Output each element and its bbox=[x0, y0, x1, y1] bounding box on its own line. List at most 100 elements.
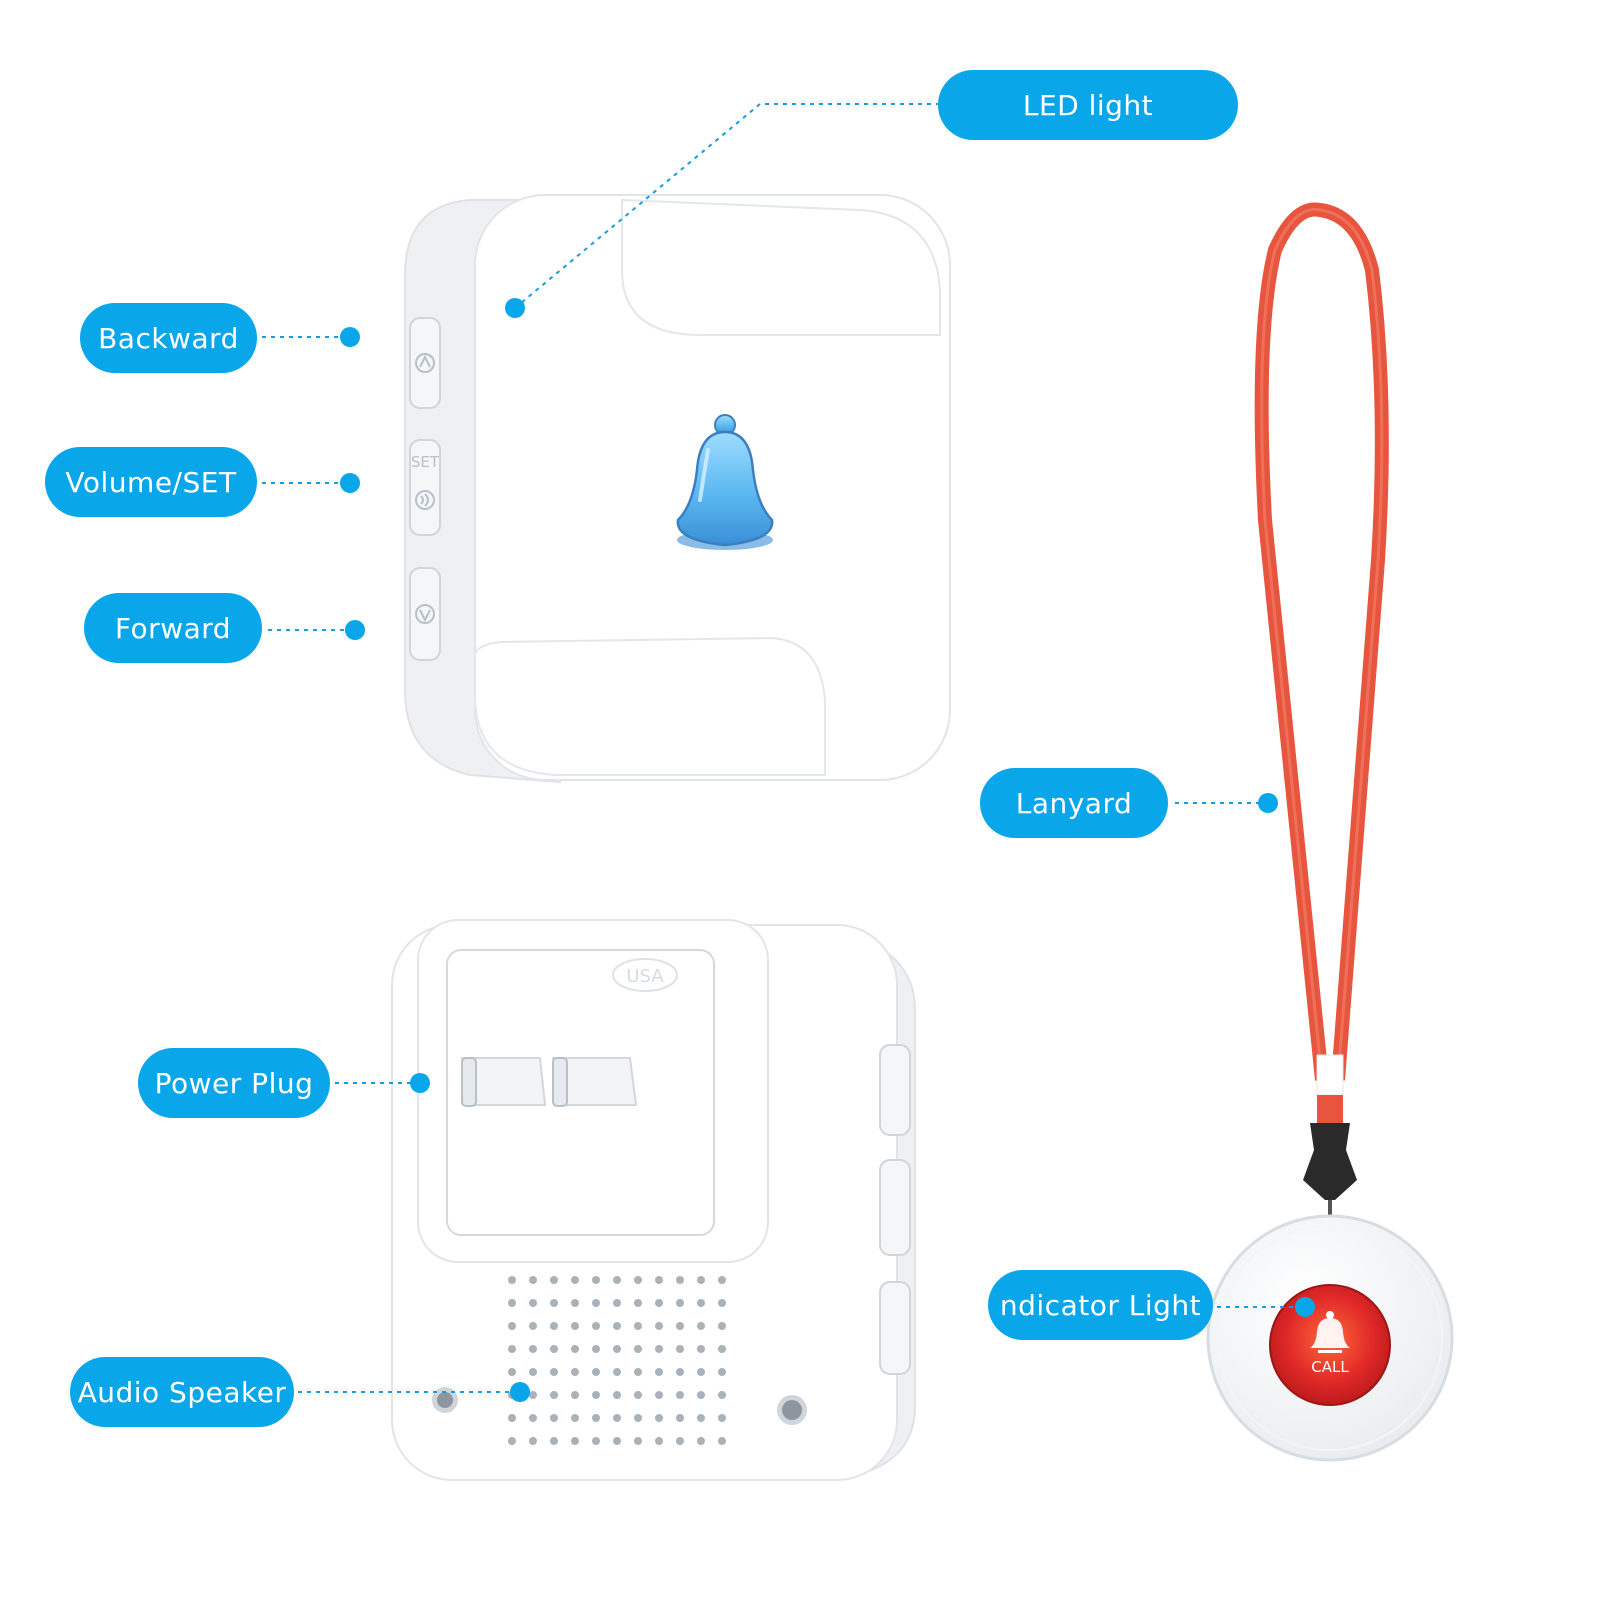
speaker-hole bbox=[655, 1368, 663, 1376]
speaker-hole bbox=[508, 1414, 516, 1422]
speaker-hole bbox=[613, 1276, 621, 1284]
speaker-hole bbox=[718, 1414, 726, 1422]
receiver-front: SET bbox=[404, 194, 951, 784]
speaker-hole bbox=[592, 1414, 600, 1422]
speaker-hole bbox=[550, 1345, 558, 1353]
speaker-hole bbox=[571, 1414, 579, 1422]
usa-marking: USA bbox=[626, 966, 664, 987]
speaker-hole bbox=[613, 1437, 621, 1445]
speaker-hole bbox=[655, 1276, 663, 1284]
volume-set-button[interactable]: SET bbox=[409, 439, 441, 536]
speaker-hole bbox=[571, 1345, 579, 1353]
power-plug-prongs bbox=[460, 1057, 638, 1107]
speaker-hole bbox=[676, 1276, 684, 1284]
audio-speaker-label: Audio Speaker bbox=[70, 1357, 294, 1427]
power-plug-label: Power Plug bbox=[138, 1048, 330, 1118]
speaker-hole bbox=[655, 1322, 663, 1330]
speaker-hole bbox=[655, 1437, 663, 1445]
speaker-hole bbox=[592, 1368, 600, 1376]
speaker-hole bbox=[655, 1299, 663, 1307]
speaker-hole bbox=[613, 1299, 621, 1307]
speaker-hole bbox=[634, 1276, 642, 1284]
speaker-hole bbox=[697, 1299, 705, 1307]
speaker-hole bbox=[571, 1276, 579, 1284]
speaker-hole bbox=[508, 1345, 516, 1353]
speaker-hole bbox=[592, 1391, 600, 1399]
speaker-hole bbox=[613, 1322, 621, 1330]
speaker-grille bbox=[508, 1276, 726, 1445]
speaker-hole bbox=[718, 1437, 726, 1445]
speaker-hole bbox=[676, 1299, 684, 1307]
speaker-hole bbox=[571, 1391, 579, 1399]
speaker-hole bbox=[697, 1322, 705, 1330]
speaker-hole bbox=[550, 1437, 558, 1445]
speaker-hole bbox=[718, 1299, 726, 1307]
speaker-hole bbox=[718, 1322, 726, 1330]
speaker-hole bbox=[529, 1368, 537, 1376]
call-button[interactable]: CALL bbox=[1269, 1284, 1391, 1406]
speaker-hole bbox=[676, 1368, 684, 1376]
speaker-hole bbox=[550, 1368, 558, 1376]
set-button-label: SET bbox=[411, 453, 440, 471]
speaker-hole bbox=[571, 1322, 579, 1330]
speaker-hole bbox=[676, 1414, 684, 1422]
call-button-label: CALL bbox=[1311, 1358, 1349, 1376]
speaker-hole bbox=[508, 1299, 516, 1307]
arrow-down-icon bbox=[415, 604, 435, 624]
speaker-hole bbox=[592, 1345, 600, 1353]
speaker-hole bbox=[676, 1345, 684, 1353]
speaker-hole bbox=[550, 1414, 558, 1422]
speaker-hole bbox=[508, 1437, 516, 1445]
speaker-hole bbox=[592, 1437, 600, 1445]
led-light-label: LED light bbox=[938, 70, 1238, 140]
speaker-hole bbox=[550, 1299, 558, 1307]
callout-leaders bbox=[262, 103, 1300, 1393]
speaker-hole bbox=[697, 1391, 705, 1399]
forward-button[interactable] bbox=[409, 567, 441, 661]
lanyard bbox=[1254, 202, 1389, 1222]
speaker-hole bbox=[697, 1368, 705, 1376]
speaker-hole bbox=[613, 1345, 621, 1353]
speaker-hole bbox=[529, 1345, 537, 1353]
speaker-hole bbox=[718, 1345, 726, 1353]
speaker-hole bbox=[592, 1276, 600, 1284]
speaker-hole bbox=[529, 1391, 537, 1399]
speaker-hole bbox=[634, 1414, 642, 1422]
speaker-hole bbox=[634, 1437, 642, 1445]
speaker-hole bbox=[634, 1391, 642, 1399]
speaker-hole bbox=[508, 1322, 516, 1330]
speaker-hole bbox=[676, 1322, 684, 1330]
volume-icon bbox=[415, 490, 435, 510]
forward-label: Forward bbox=[84, 593, 262, 663]
speaker-hole bbox=[655, 1391, 663, 1399]
indicator-light-label: ndicator Light bbox=[988, 1270, 1213, 1340]
lanyard-label: Lanyard bbox=[980, 768, 1168, 838]
speaker-hole bbox=[676, 1437, 684, 1445]
callout-dots bbox=[340, 298, 1315, 1402]
backward-button[interactable] bbox=[409, 317, 441, 409]
speaker-hole bbox=[529, 1276, 537, 1284]
speaker-hole bbox=[613, 1368, 621, 1376]
volume-set-label: Volume/SET bbox=[45, 447, 257, 517]
speaker-hole bbox=[655, 1345, 663, 1353]
speaker-hole bbox=[529, 1299, 537, 1307]
speaker-hole bbox=[592, 1322, 600, 1330]
speaker-hole bbox=[550, 1322, 558, 1330]
speaker-hole bbox=[571, 1299, 579, 1307]
speaker-hole bbox=[718, 1276, 726, 1284]
speaker-hole bbox=[571, 1368, 579, 1376]
speaker-hole bbox=[634, 1345, 642, 1353]
speaker-hole bbox=[529, 1437, 537, 1445]
speaker-hole bbox=[550, 1276, 558, 1284]
backward-label: Backward bbox=[80, 303, 257, 373]
speaker-hole bbox=[613, 1391, 621, 1399]
speaker-hole bbox=[592, 1299, 600, 1307]
speaker-hole bbox=[508, 1276, 516, 1284]
speaker-hole bbox=[697, 1345, 705, 1353]
bell-icon bbox=[1310, 1311, 1350, 1353]
speaker-hole bbox=[697, 1414, 705, 1422]
speaker-hole bbox=[508, 1368, 516, 1376]
speaker-hole bbox=[634, 1322, 642, 1330]
speaker-hole bbox=[655, 1414, 663, 1422]
